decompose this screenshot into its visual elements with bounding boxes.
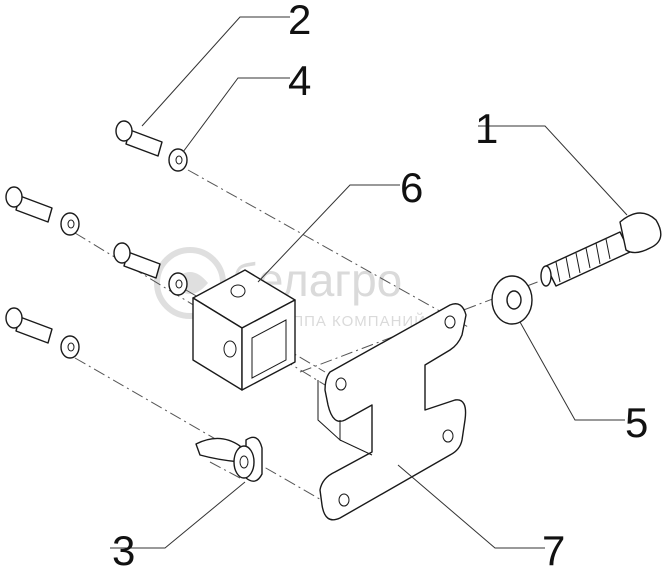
cap-screw-left-lower bbox=[5, 307, 53, 344]
callout-number-3: 3 bbox=[112, 527, 135, 574]
callout-number-1: 1 bbox=[475, 105, 498, 152]
washer-left-lower bbox=[60, 335, 80, 359]
watermark-tagline: ГРУППА КОМПАНИЙ bbox=[262, 312, 426, 330]
assembly-center-lines bbox=[74, 169, 549, 506]
callout-number-6: 6 bbox=[400, 164, 423, 211]
callout-number-2: 2 bbox=[288, 0, 311, 43]
wing-nut-part-3 bbox=[195, 436, 263, 482]
callout-number-7: 7 bbox=[542, 527, 565, 574]
cap-screw-middle bbox=[113, 242, 161, 279]
bracket-plate-part-7 bbox=[317, 303, 467, 521]
carriage-bolt-part-1 bbox=[540, 212, 662, 287]
washer-part-5 bbox=[491, 275, 533, 325]
washer-middle bbox=[168, 272, 188, 296]
square-tube-part-6 bbox=[192, 269, 296, 391]
washer-left-upper bbox=[60, 212, 80, 236]
callout-number-5: 5 bbox=[625, 399, 648, 446]
washer-part-4 bbox=[168, 148, 188, 172]
callout-number-4: 4 bbox=[288, 57, 311, 104]
cap-screw-part-2 bbox=[115, 120, 163, 157]
cap-screw-left-upper bbox=[5, 186, 53, 223]
leader-lines bbox=[110, 16, 628, 549]
